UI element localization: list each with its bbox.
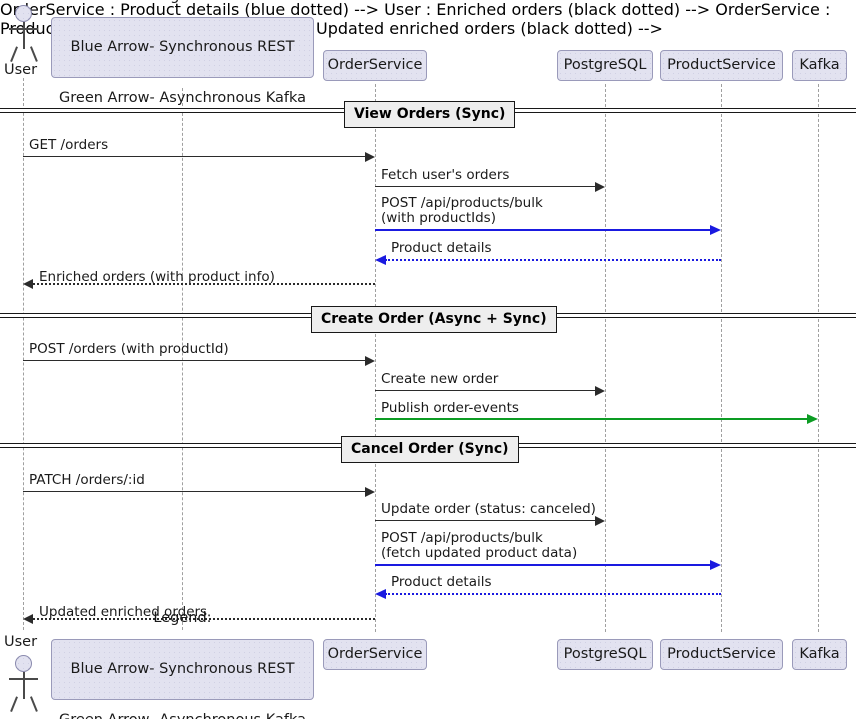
actor-head-user-bottom: [15, 655, 32, 672]
actor-label-user-top: User: [4, 62, 38, 78]
message-arrowhead-m3: [710, 224, 721, 235]
message-arrowhead-m5: [23, 279, 33, 289]
legend-title-bottom: Legend:: [153, 610, 212, 626]
message-arrowhead-m12: [375, 588, 386, 599]
message-label-m10: Update order (status: canceled): [381, 501, 596, 517]
message-label-m5: Enriched orders (with product info): [39, 269, 275, 285]
participant-orderservice-bottom[interactable]: OrderService: [323, 639, 427, 670]
message-line-m1: [23, 156, 368, 157]
message-line-m10: [375, 520, 597, 521]
message-label-m4: Product details: [391, 240, 492, 256]
lifeline-kafka: [818, 84, 819, 632]
section-label-create-order: Create Order (Async + Sync): [311, 306, 557, 333]
message-arrowhead-m11: [710, 559, 721, 570]
message-line-m2: [375, 186, 597, 187]
message-arrowhead-m4: [375, 254, 386, 265]
message-arrowhead-m2: [595, 182, 605, 192]
participant-productservice-bottom[interactable]: ProductService: [660, 639, 783, 670]
message-label-m7: Create new order: [381, 371, 499, 387]
legend-line1-top: Blue Arrow- Synchronous REST: [70, 39, 295, 55]
actor-body-user-top: [23, 22, 25, 49]
message-line-m4: [385, 259, 721, 261]
message-line-m7: [375, 390, 597, 391]
lifeline-postgresql: [605, 84, 606, 632]
actor-body-user-bottom: [23, 672, 25, 699]
actor-leg-right-user-bottom: [30, 696, 38, 712]
message-arrowhead-m9: [365, 487, 375, 497]
legend-title-top: Legend:: [59, 0, 306, 5]
message-label-m8: Publish order-events: [381, 400, 519, 416]
message-line-m3: [375, 229, 712, 231]
legend-line2-bottom: Green Arrow- Asynchronous Kafka: [59, 712, 306, 719]
message-label-m3-line1: POST /api/products/bulk: [381, 195, 543, 211]
lifeline-orderservice: [375, 84, 376, 632]
participant-postgresql-bottom[interactable]: PostgreSQL: [557, 639, 653, 670]
message-line-m11: [375, 564, 712, 566]
legend-line2-top: Green Arrow- Asynchronous Kafka: [59, 90, 306, 106]
lifeline-user: [23, 78, 24, 630]
actor-arms-user-top: [9, 28, 38, 30]
message-line-m6: [23, 360, 368, 361]
actor-leg-right-user-top: [30, 46, 38, 62]
legend-note-bottom: Legend: Blue Arrow- Synchronous REST Gre…: [51, 610, 314, 719]
actor-head-user-top: [15, 5, 32, 22]
actor-label-user-bottom: User: [4, 634, 38, 650]
message-line-m12: [385, 593, 721, 595]
message-arrowhead-m1: [365, 152, 375, 162]
lifeline-productservice: [721, 84, 722, 632]
actor-leg-left-user-top: [10, 46, 18, 62]
section-label-cancel-order: Cancel Order (Sync): [341, 436, 519, 463]
message-line-m8: [375, 418, 809, 420]
message-arrowhead-m6: [365, 356, 375, 366]
message-label-m1: GET /orders: [29, 137, 109, 153]
message-line-m5: [33, 283, 375, 285]
message-line-m13: [33, 618, 375, 620]
message-label-m6: POST /orders (with productId): [29, 341, 229, 357]
message-label-m11-line1: POST /api/products/bulk: [381, 530, 543, 546]
message-line-m9: [23, 491, 368, 492]
message-label-m12: Product details: [391, 574, 492, 590]
participant-postgresql-top[interactable]: PostgreSQL: [557, 50, 653, 81]
actor-leg-left-user-bottom: [10, 696, 18, 712]
participant-productservice-top[interactable]: ProductService: [660, 50, 783, 81]
actor-arms-user-bottom: [9, 678, 38, 680]
legend-line1-bottom: Blue Arrow- Synchronous REST: [70, 661, 295, 677]
message-label-m3-line2: (with productIds): [381, 210, 496, 226]
message-label-m2: Fetch user's orders: [381, 167, 510, 183]
legend-note-top: Legend: Blue Arrow- Synchronous REST Gre…: [51, 0, 314, 106]
section-label-view-orders: View Orders (Sync): [344, 101, 516, 128]
message-arrowhead-m7: [595, 386, 605, 396]
participant-kafka-top[interactable]: Kafka: [792, 50, 847, 81]
participant-orderservice-top[interactable]: OrderService: [323, 50, 427, 81]
participant-kafka-bottom[interactable]: Kafka: [792, 639, 847, 670]
message-label-m9: PATCH /orders/:id: [29, 472, 145, 488]
message-arrowhead-m8: [807, 413, 818, 424]
lifeline-legend: [182, 88, 183, 630]
message-arrowhead-m13: [23, 614, 33, 624]
message-label-m11-line2: (fetch updated product data): [381, 545, 578, 561]
message-arrowhead-m10: [595, 516, 605, 526]
message-label-m13: Updated enriched orders: [39, 604, 208, 620]
